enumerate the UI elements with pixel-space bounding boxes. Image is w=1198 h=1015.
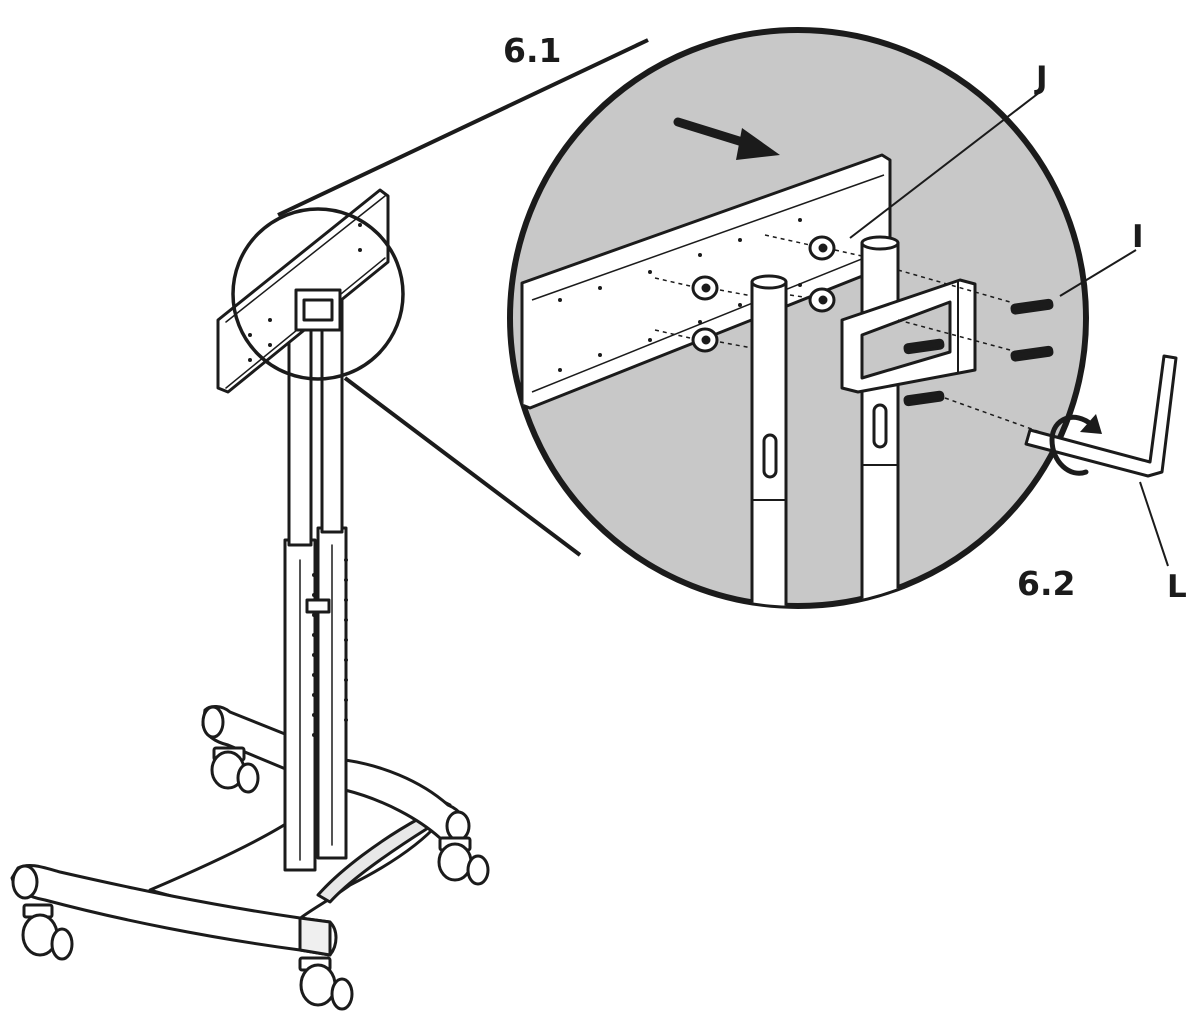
part-label-i: I <box>1132 219 1144 255</box>
front-leg-end-cap <box>11 864 39 900</box>
detail-callout-circle <box>231 207 405 381</box>
step-label-6-1: 6.1 <box>503 31 562 70</box>
alignment-guides <box>654 234 1041 433</box>
magnified-detail-circle <box>507 27 1089 609</box>
front-leg <box>10 864 338 957</box>
bolt-i-group <box>903 298 1054 407</box>
upright-adjustment-holes <box>312 558 348 737</box>
rotate-clockwise-icon <box>1049 414 1102 476</box>
caster-rear-right <box>437 836 490 886</box>
mobile-stand <box>10 188 490 1011</box>
magnifier-connectors <box>277 38 649 557</box>
caster-rear-left <box>210 746 260 794</box>
caster-front-left <box>21 903 74 961</box>
spacer-j-group <box>691 235 836 353</box>
step-label-6-2: 6.2 <box>1017 564 1076 603</box>
leader-lines <box>849 91 1169 567</box>
part-label-j: J <box>1036 60 1048 96</box>
allen-key-icon <box>1024 354 1178 478</box>
arrow-right-icon <box>673 117 780 160</box>
caster-front-right <box>298 956 354 1011</box>
part-label-l: L <box>1167 569 1187 605</box>
